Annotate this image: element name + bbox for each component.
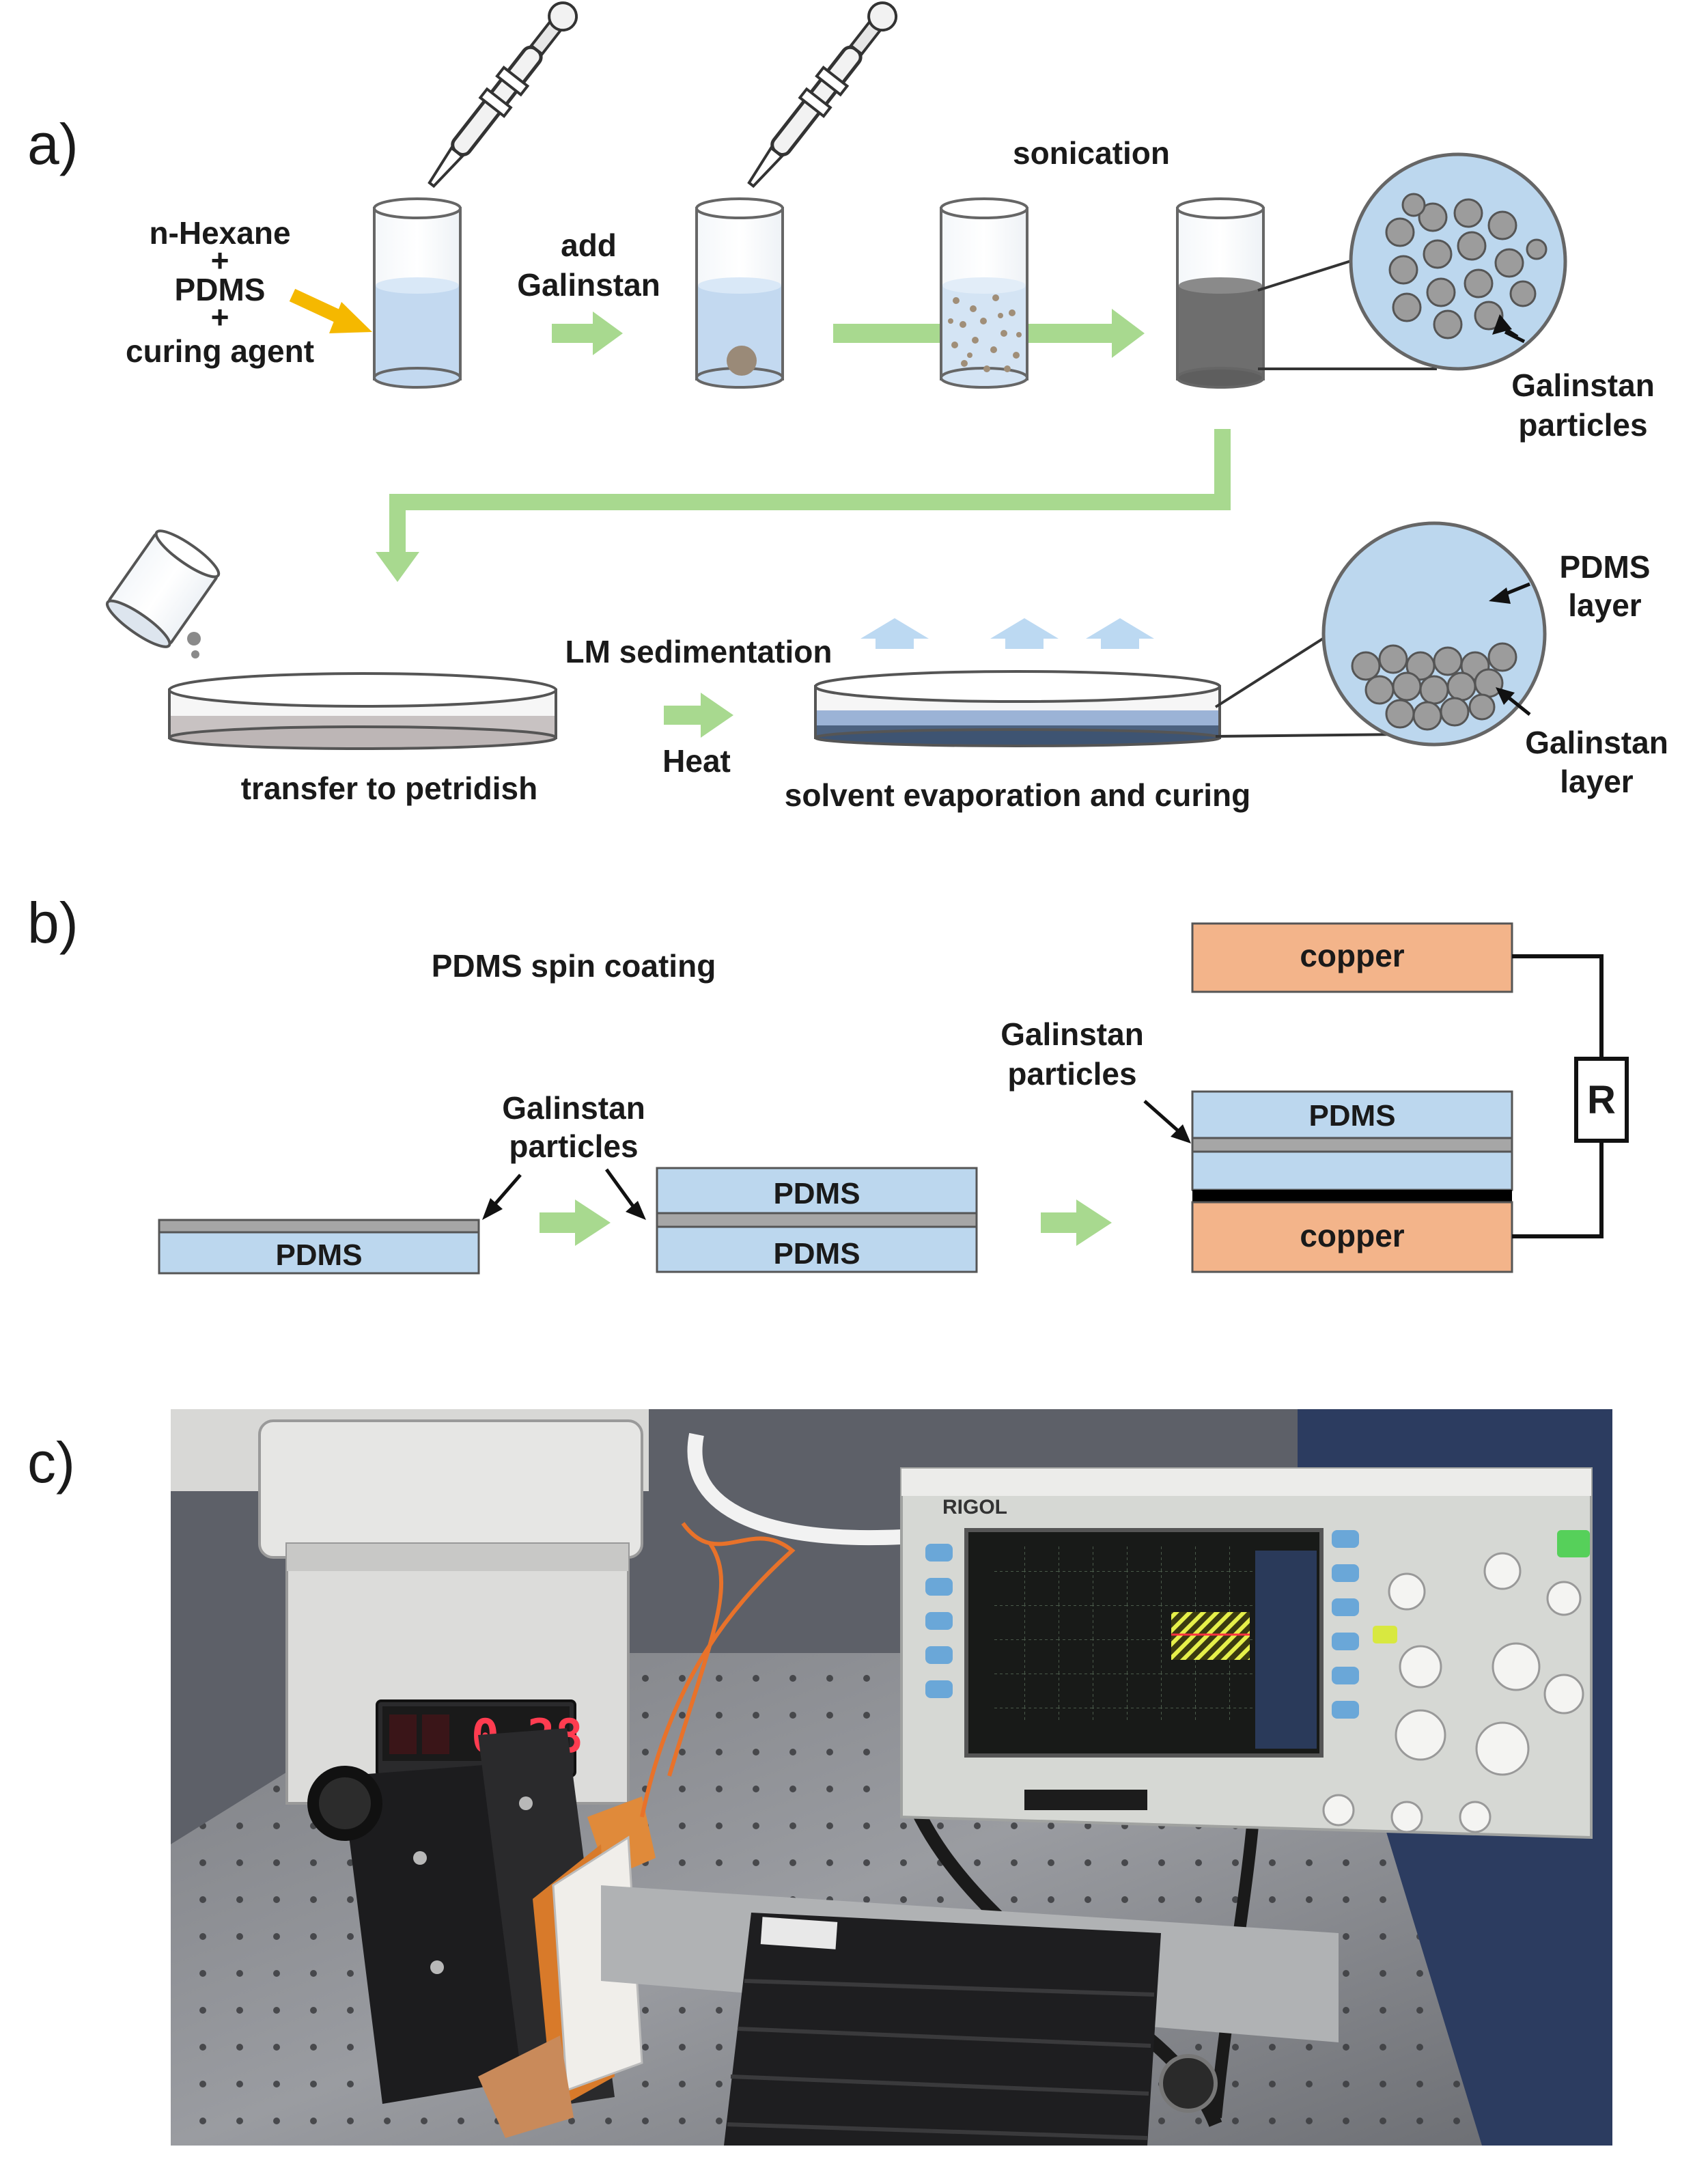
pdms-layer-label: PDMS <box>275 1238 362 1272</box>
layer-stack-2: PDMS PDMS <box>656 1167 978 1273</box>
galinstan-particles-line-2: particles <box>1518 407 1647 443</box>
beaker-icon <box>373 197 462 389</box>
mixture-line-3: curing agent <box>126 333 314 369</box>
vial-icon <box>105 529 221 648</box>
beaker-icon <box>695 197 784 389</box>
process-arrow-icon <box>1041 1199 1112 1246</box>
spin-coating-label: PDMS spin coating <box>432 948 716 984</box>
process-arrow-icon <box>552 311 623 355</box>
oscilloscope: RIGOL <box>900 1467 1593 1840</box>
layer-stack-1: PDMS <box>158 1219 480 1275</box>
add-arrow-icon <box>289 288 372 333</box>
sample-holder <box>478 1796 656 2138</box>
galinstan-layer-line-2: layer <box>1560 764 1634 799</box>
panel-label-b: b) <box>27 891 79 955</box>
mixture-plus-2: + <box>211 299 229 335</box>
linear-motor <box>601 1885 1339 2146</box>
process-arrow-icon <box>540 1199 611 1246</box>
power-supply: 0.28 <box>258 1419 643 1805</box>
petri-dish-icon <box>814 670 1221 747</box>
add-label-line-1: add <box>561 227 617 263</box>
experimental-setup-photo: 0.28 <box>171 1409 1612 2146</box>
pdms-layer-label: PDMS <box>1308 1099 1395 1133</box>
magnified-circle-icon <box>1321 521 1547 747</box>
device-stack: copper PDMS copper <box>1191 922 1513 1273</box>
beaker-icon <box>1176 197 1265 389</box>
resistor-circuit: R <box>1512 954 1629 1238</box>
resistor-label: R <box>1587 1078 1616 1122</box>
particles-label-1-line-1: Galinstan <box>502 1090 645 1126</box>
mixture-line-2: PDMS <box>175 272 266 307</box>
scope-brand: RIGOL <box>942 1496 1007 1518</box>
panel-label-c: c) <box>27 1430 75 1495</box>
panel-label-a: a) <box>27 112 79 176</box>
evaporation-label: solvent evaporation and curing <box>785 777 1250 813</box>
pipette-icon <box>747 1 898 189</box>
galinstan-particles-line-1: Galinstan <box>1511 367 1655 403</box>
heat-label: Heat <box>662 743 731 779</box>
particles-label-2-line-1: Galinstan <box>1000 1016 1144 1052</box>
copper-top-label: copper <box>1300 938 1404 973</box>
galinstan-layer-line-1: Galinstan <box>1525 725 1668 760</box>
evaporation-arrow-icon <box>860 618 1154 649</box>
connector-arrow-icon <box>376 429 1231 582</box>
lm-sedimentation-label: LM sedimentation <box>565 634 832 669</box>
particles-label-2-line-2: particles <box>1007 1056 1136 1092</box>
beaker-icon <box>940 197 1028 389</box>
magnified-circle-icon <box>1349 152 1567 371</box>
mixture-line-1: n-Hexane <box>149 215 290 251</box>
petri-dish-icon <box>168 672 557 750</box>
pdms-layer-label: PDMS <box>773 1237 860 1271</box>
pipette-icon <box>428 1 578 189</box>
sonication-label: sonication <box>1013 135 1170 171</box>
heat-arrow-icon <box>664 693 733 738</box>
pdms-layer-line-1: PDMS <box>1560 549 1651 585</box>
copper-bottom-label: copper <box>1300 1218 1404 1253</box>
pdms-layer-line-2: layer <box>1568 587 1642 623</box>
add-label-line-2: Galinstan <box>517 267 660 303</box>
particles-label-1-line-2: particles <box>509 1128 638 1164</box>
pdms-layer-label: PDMS <box>773 1177 860 1210</box>
transfer-label: transfer to petridish <box>241 771 538 806</box>
mixture-plus-1: + <box>211 242 229 278</box>
